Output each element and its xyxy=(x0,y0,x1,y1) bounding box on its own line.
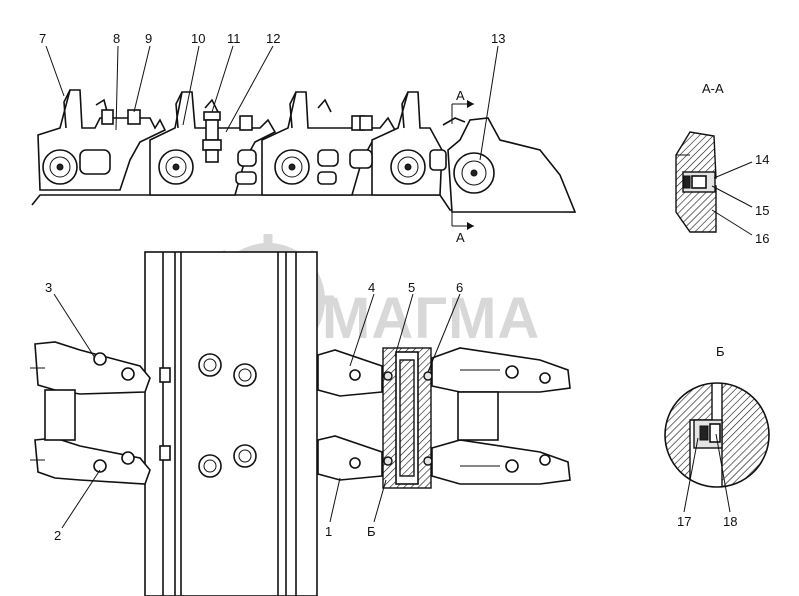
callout-8: 8 xyxy=(113,31,120,46)
callout-7: 7 xyxy=(39,31,46,46)
callout-13: 13 xyxy=(491,31,505,46)
arrow-a-top-label: А xyxy=(456,88,465,103)
callout-10: 10 xyxy=(191,31,205,46)
track-pin-3 xyxy=(274,149,310,185)
callout-1: 1 xyxy=(325,524,332,539)
callout-16: 16 xyxy=(755,231,769,246)
track-plate xyxy=(144,251,318,596)
track-pin-2 xyxy=(158,149,194,185)
callout-12: 12 xyxy=(266,31,280,46)
section-aa-label: А-А xyxy=(702,81,724,96)
bolt-11 xyxy=(202,111,222,163)
section-aa-detail: А-А xyxy=(675,81,724,233)
callout-3: 3 xyxy=(45,280,52,295)
callout-b: Б xyxy=(367,524,376,539)
track-pin-4 xyxy=(390,149,426,185)
callout-5: 5 xyxy=(408,280,415,295)
left-link-assembly xyxy=(30,341,171,485)
callout-14: 14 xyxy=(755,152,769,167)
arrow-a-bottom-label: А xyxy=(456,230,465,245)
track-chain-side-view xyxy=(31,89,577,213)
callout-2: 2 xyxy=(54,528,61,543)
center-pin-assembly xyxy=(317,347,433,489)
callout-17: 17 xyxy=(677,514,691,529)
section-b-label: Б xyxy=(716,344,725,359)
callout-18: 18 xyxy=(723,514,737,529)
callout-9: 9 xyxy=(145,31,152,46)
section-arrow-a-top: А xyxy=(451,88,474,124)
track-plan-view xyxy=(30,251,571,596)
section-arrow-a-bottom: А xyxy=(451,212,474,245)
track-pin-1 xyxy=(42,149,78,185)
track-pin-13 xyxy=(453,152,495,194)
callout-11: 11 xyxy=(227,31,241,46)
callout-15: 15 xyxy=(755,203,769,218)
plate-bolts xyxy=(198,353,257,478)
callout-6: 6 xyxy=(456,280,463,295)
callout-labels: 7 8 9 10 11 12 13 14 15 16 3 4 5 6 2 1 Б… xyxy=(39,31,769,543)
callout-4: 4 xyxy=(368,280,375,295)
right-link-assembly xyxy=(431,347,571,485)
bolt-9 xyxy=(127,109,141,125)
leader-lines xyxy=(45,45,753,529)
watermark-text: МАГМА xyxy=(322,286,540,351)
detail-b: Б xyxy=(664,344,770,488)
